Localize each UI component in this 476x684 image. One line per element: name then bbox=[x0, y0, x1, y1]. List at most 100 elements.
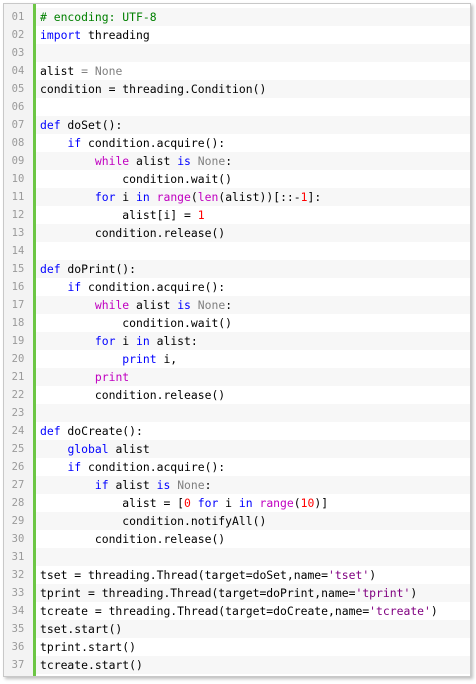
code-token: tprint = threading.Thread(target=doPrint… bbox=[40, 586, 356, 600]
code-text: alist = None bbox=[36, 62, 470, 80]
code-text: if condition.acquire(): bbox=[36, 134, 470, 152]
code-line: 27 if alist is None: bbox=[4, 476, 470, 494]
code-token: : bbox=[225, 298, 233, 312]
code-line: 03 bbox=[4, 44, 470, 62]
code-text: # encoding: UTF-8 bbox=[36, 8, 470, 26]
code-text: tcreate = threading.Thread(target=doCrea… bbox=[36, 602, 470, 620]
code-text: condition = threading.Condition() bbox=[36, 80, 470, 98]
code-text: tcreate.start() bbox=[36, 656, 470, 674]
code-token: global bbox=[67, 442, 109, 456]
code-line: 05 condition = threading.Condition() bbox=[4, 80, 470, 98]
code-token: ]: bbox=[307, 190, 322, 204]
code-token: ) bbox=[430, 604, 438, 618]
code-token: i, bbox=[156, 352, 178, 366]
code-token bbox=[191, 154, 198, 168]
code-token bbox=[40, 334, 95, 348]
code-token: is bbox=[177, 154, 191, 168]
code-token: range bbox=[259, 496, 294, 510]
code-text: condition.release() bbox=[36, 386, 470, 404]
code-text: def doCreate(): bbox=[36, 422, 470, 440]
code-token: alist bbox=[108, 442, 150, 456]
code-text: for i in range(len(alist))[::-1]: bbox=[36, 188, 470, 206]
line-number: 13 bbox=[11, 227, 25, 239]
line-number-gutter bbox=[4, 4, 36, 676]
code-token: import bbox=[40, 28, 82, 42]
code-token: alist = [ bbox=[40, 496, 185, 510]
line-number: 29 bbox=[11, 515, 25, 527]
code-token: None bbox=[197, 298, 226, 312]
code-token: while bbox=[94, 154, 130, 168]
code-token: alist bbox=[40, 64, 82, 78]
code-text: while alist is None: bbox=[36, 152, 470, 170]
code-text: def doPrint(): bbox=[36, 260, 470, 278]
code-text: if condition.acquire(): bbox=[36, 458, 470, 476]
code-line: 22 condition.release() bbox=[4, 386, 470, 404]
line-number: 36 bbox=[11, 641, 25, 653]
code-token: # encoding: UTF-8 bbox=[40, 10, 157, 24]
line-number: 30 bbox=[11, 533, 25, 545]
code-token: )] bbox=[314, 496, 329, 510]
code-token: i bbox=[218, 496, 239, 510]
code-token: is bbox=[156, 478, 171, 492]
code-token: None bbox=[177, 478, 205, 492]
code-token: tcreate.start() bbox=[40, 658, 143, 672]
code-text: condition.notifyAll() bbox=[36, 512, 470, 530]
code-token: if bbox=[67, 136, 82, 150]
code-token: None bbox=[94, 64, 123, 78]
code-token: 10 bbox=[300, 496, 315, 510]
code-token: ( bbox=[293, 496, 301, 510]
code-line: 25 global alist bbox=[4, 440, 470, 458]
code-token bbox=[40, 460, 67, 474]
code-line: 01# encoding: UTF-8 bbox=[4, 8, 470, 26]
code-token: 'tprint' bbox=[355, 586, 411, 600]
code-line: 28 alist = [0 for i in range(10)] bbox=[4, 494, 470, 512]
line-number: 04 bbox=[11, 65, 25, 77]
code-token: if bbox=[94, 478, 109, 492]
code-token: alist bbox=[129, 154, 178, 168]
line-number: 32 bbox=[11, 569, 25, 581]
code-token: ) bbox=[369, 568, 377, 582]
code-token: range bbox=[156, 190, 191, 204]
code-token: None bbox=[197, 154, 226, 168]
code-token: condition.acquire(): bbox=[81, 460, 226, 474]
line-number: 27 bbox=[11, 479, 25, 491]
line-number: 37 bbox=[11, 659, 25, 671]
code-text: if alist is None: bbox=[36, 476, 470, 494]
code-text: import threading bbox=[36, 26, 470, 44]
code-token: def bbox=[40, 262, 61, 276]
code-token: condition.notifyAll() bbox=[40, 514, 267, 528]
code-line: 16 if condition.acquire(): bbox=[4, 278, 470, 296]
code-token: while bbox=[94, 298, 130, 312]
line-number: 17 bbox=[11, 299, 25, 311]
code-text: tprint = threading.Thread(target=doPrint… bbox=[36, 584, 470, 602]
line-number: 08 bbox=[11, 137, 25, 149]
code-token: condition.release() bbox=[40, 226, 226, 240]
code-token: tset = threading.Thread(target=doSet,nam… bbox=[40, 568, 329, 582]
code-token: print bbox=[94, 370, 130, 384]
line-number: 12 bbox=[11, 209, 25, 221]
code-line: 20 print i, bbox=[4, 350, 470, 368]
line-number: 20 bbox=[11, 353, 25, 365]
code-token: in bbox=[238, 496, 253, 510]
code-text: tset = threading.Thread(target=doSet,nam… bbox=[36, 566, 470, 584]
code-text: condition.release() bbox=[36, 530, 470, 548]
code-line: 06 bbox=[4, 98, 470, 116]
code-line: 10 condition.wait() bbox=[4, 170, 470, 188]
code-token: alist: bbox=[149, 334, 198, 348]
code-text: global alist bbox=[36, 440, 470, 458]
line-number: 33 bbox=[11, 587, 25, 599]
code-token bbox=[191, 496, 198, 510]
code-token: 'tset' bbox=[328, 568, 370, 582]
line-number: 14 bbox=[11, 245, 25, 257]
line-number: 21 bbox=[11, 371, 25, 383]
line-number: 05 bbox=[11, 83, 25, 95]
code-line: 14 bbox=[4, 242, 470, 260]
code-line: 19 for i in alist: bbox=[4, 332, 470, 350]
code-text bbox=[36, 548, 470, 566]
code-text: while alist is None: bbox=[36, 296, 470, 314]
